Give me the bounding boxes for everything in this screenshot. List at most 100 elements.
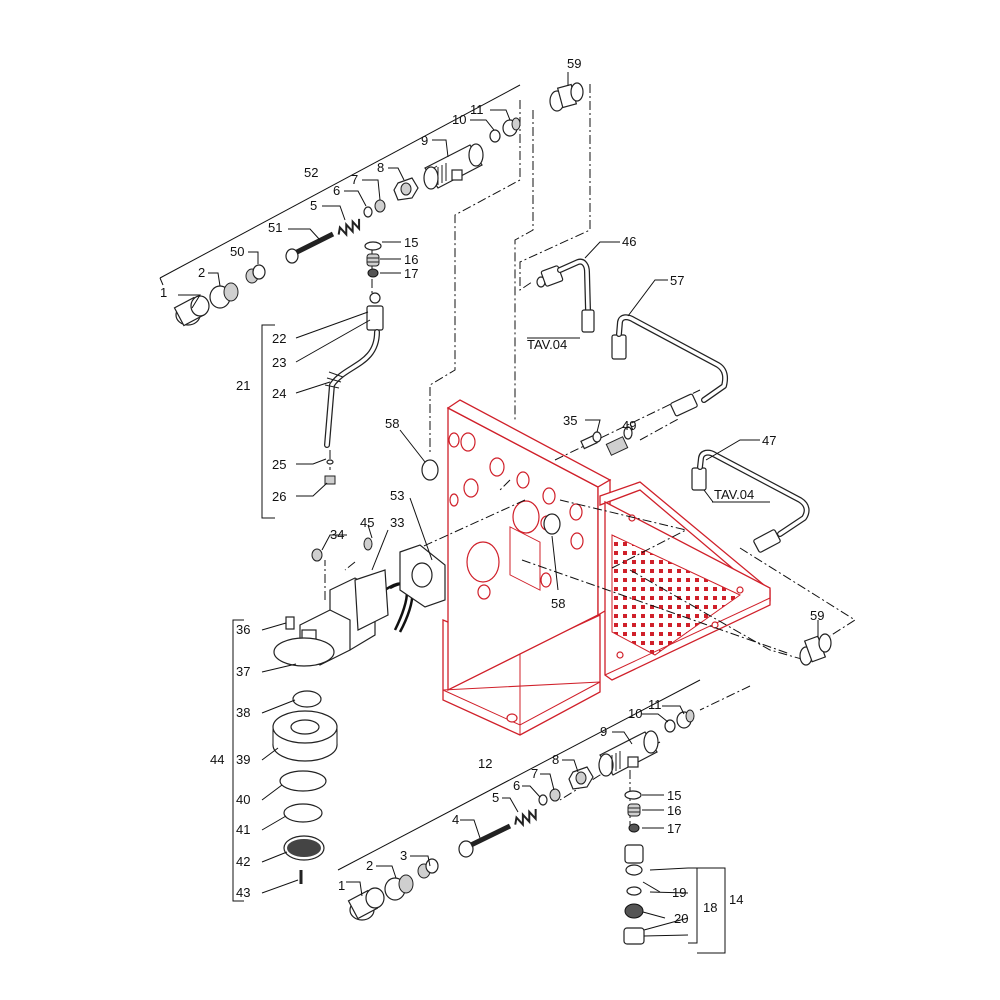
washer-part-10-lower: [664, 719, 676, 733]
label-10: 10: [452, 112, 466, 127]
washer-part-7-lower: [549, 788, 561, 802]
cap-part-2: [209, 282, 239, 309]
check-valve-assembly: [623, 790, 726, 954]
label-19: 19: [672, 885, 686, 900]
spring-part-16-lower: [627, 803, 641, 817]
lower-valve-assembly: [337, 679, 701, 921]
nut-part-8-lower: [568, 766, 594, 790]
label-10-lower: 10: [628, 706, 642, 721]
label-11-lower: 11: [648, 697, 662, 712]
label-2: 2: [198, 265, 205, 280]
screw-part-36: [285, 616, 295, 630]
valve-body-part-9: [423, 143, 484, 190]
fitting-part-59-upper: [549, 82, 584, 112]
pipe-part-46: [536, 258, 595, 333]
label-5: 5: [310, 198, 317, 213]
leader-lines: [178, 72, 819, 937]
label-6: 6: [333, 183, 340, 198]
label-17-upper: 17: [404, 266, 418, 281]
label-18: 18: [703, 900, 717, 915]
label-24: 24: [272, 386, 286, 401]
bolt-part-35: [580, 431, 602, 450]
label-49: 49: [622, 418, 636, 433]
label-34: 34: [330, 527, 344, 542]
label-59-lower: 59: [810, 608, 824, 623]
spring-part-5-lower: [514, 808, 537, 828]
nut-part-50: [245, 264, 266, 284]
label-9: 9: [421, 133, 428, 148]
label-5-lower: 5: [492, 790, 499, 805]
spring-part-5: [337, 218, 361, 238]
disc-part-39: [272, 710, 338, 762]
label-41: 41: [236, 822, 250, 837]
label-39: 39: [236, 752, 250, 767]
label-33: 33: [390, 515, 404, 530]
pipe-part-47: [691, 449, 810, 553]
label-42: 42: [236, 854, 250, 869]
label-9-lower: 9: [600, 724, 607, 739]
ring-part-40: [279, 770, 327, 792]
label-46: 46: [622, 234, 636, 249]
oring-part-19: [626, 886, 642, 896]
nut-part-8: [393, 177, 419, 201]
label-59-upper: 59: [567, 56, 581, 71]
plate-part-41: [283, 803, 323, 823]
label-20: 20: [674, 911, 688, 926]
spindle-part-4: [458, 823, 512, 858]
label-6-lower: 6: [513, 778, 520, 793]
ball-part-17-lower: [628, 823, 640, 833]
label-4: 4: [452, 812, 459, 827]
label-11: 11: [470, 102, 484, 117]
machine-frame: [442, 399, 771, 736]
label-43: 43: [236, 885, 250, 900]
knob-part-1-lower: [347, 887, 385, 921]
oring-part-15-lower: [624, 790, 642, 800]
gasket-part-38: [292, 690, 322, 708]
pipe-part-57: [611, 314, 729, 417]
label-8: 8: [377, 160, 384, 175]
nut-part-34: [311, 548, 323, 562]
label-22: 22: [272, 331, 286, 346]
shower-screen-part-42: [283, 835, 325, 861]
label-7: 7: [351, 172, 358, 187]
fitting-part-49: [605, 426, 633, 456]
label-12: 12: [478, 756, 492, 771]
label-58-lower: 58: [551, 596, 565, 611]
flange-part-37: [273, 637, 335, 667]
label-51: 51: [268, 220, 282, 235]
label-16-upper: 16: [404, 252, 418, 267]
fitting-part-11: [502, 117, 521, 137]
screw-part-45: [363, 537, 373, 551]
label-47: 47: [762, 433, 776, 448]
label-37: 37: [236, 664, 250, 679]
nut-part-3: [417, 858, 439, 879]
label-58-upper: 58: [385, 416, 399, 431]
label-21: 21: [236, 378, 250, 393]
cap-part-2-lower: [384, 874, 414, 901]
label-45: 45: [360, 515, 374, 530]
label-17-lower: 17: [667, 821, 681, 836]
label-14: 14: [729, 892, 743, 907]
fitting-part-11-lower: [676, 709, 695, 729]
label-15-lower: 15: [667, 788, 681, 803]
label-36: 36: [236, 622, 250, 637]
callout-labels: 1 2 50 51 5 6 7 8 9 10 11 52 59 15 16 17…: [160, 56, 824, 926]
label-38: 38: [236, 705, 250, 720]
label-tav04-upper: TAV.04: [527, 337, 567, 352]
label-7-lower: 7: [531, 766, 538, 781]
label-1: 1: [160, 285, 167, 300]
label-57: 57: [670, 273, 684, 288]
label-16-lower: 16: [667, 803, 681, 818]
label-2-lower: 2: [366, 858, 373, 873]
assembly-guide-lines: [324, 84, 856, 830]
label-15-upper: 15: [404, 235, 418, 250]
upper-valve-assembly: [159, 84, 521, 327]
label-44: 44: [210, 752, 224, 767]
label-53: 53: [390, 488, 404, 503]
valve-body-part-9-lower: [598, 730, 659, 777]
label-50: 50: [230, 244, 244, 259]
label-26: 26: [272, 489, 286, 504]
label-52: 52: [304, 165, 318, 180]
brew-group-assembly: [232, 537, 446, 902]
